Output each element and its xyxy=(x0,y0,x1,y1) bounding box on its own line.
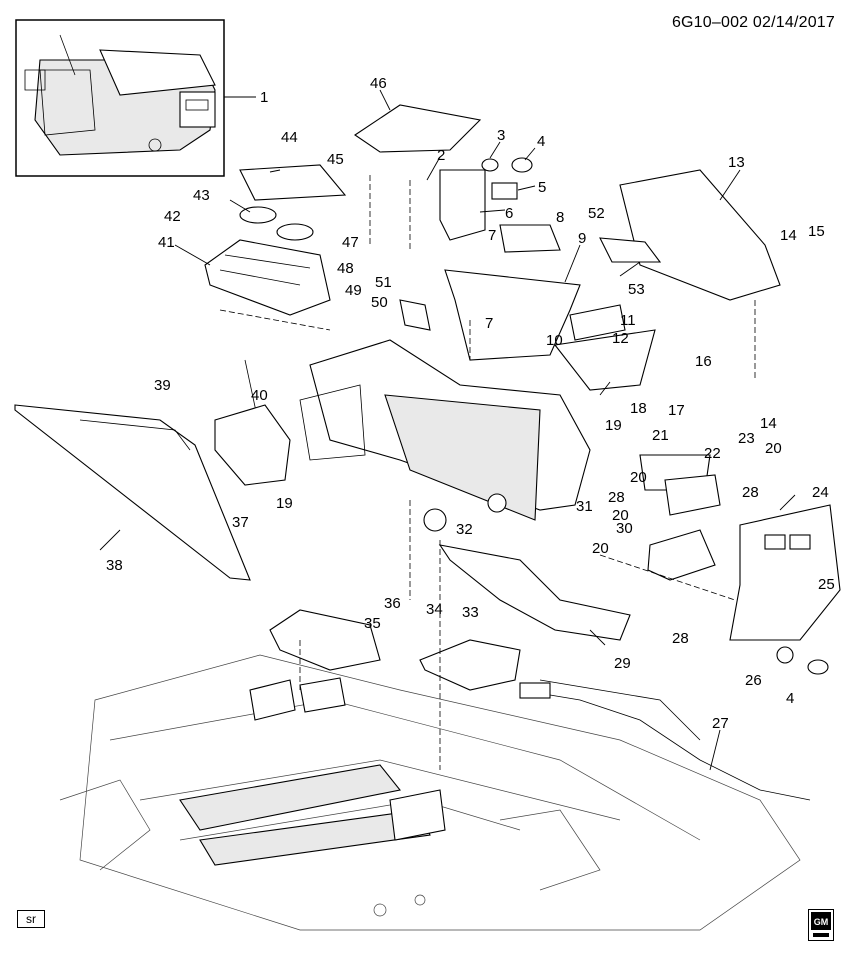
callout-21: 21 xyxy=(652,427,669,444)
callout-48: 48 xyxy=(337,260,354,277)
callout-13: 13 xyxy=(728,154,745,171)
callout-38: 38 xyxy=(106,557,123,574)
callout-9: 9 xyxy=(578,230,586,247)
callout-5: 5 xyxy=(538,179,546,196)
callout-11: 11 xyxy=(620,312,636,329)
callout-7a: 7 xyxy=(488,227,496,244)
floor-pan xyxy=(59,654,801,931)
callout-25: 25 xyxy=(818,576,835,593)
callout-52: 52 xyxy=(588,205,605,222)
callout-28a: 28 xyxy=(608,489,625,506)
callout-8: 8 xyxy=(556,209,564,226)
callout-39: 39 xyxy=(154,377,171,394)
callout-35: 35 xyxy=(364,615,381,632)
callout-41: 41 xyxy=(158,234,175,251)
callout-44: 44 xyxy=(281,129,298,146)
parts xyxy=(14,104,841,801)
callout-labels: 1 2 3 4 5 6 7 7 8 9 10 11 12 13 14 15 16… xyxy=(106,75,835,732)
callout-4: 4 xyxy=(537,133,545,150)
callout-46: 46 xyxy=(370,75,387,92)
callout-14b: 14 xyxy=(760,415,777,432)
callout-32: 32 xyxy=(456,521,473,538)
callout-51: 51 xyxy=(375,274,392,291)
callout-47: 47 xyxy=(342,234,359,251)
diagram-code: 6G10–002 02/14/2017 xyxy=(671,14,835,31)
assembly-lines xyxy=(219,175,756,770)
callout-1: 1 xyxy=(260,89,268,106)
gm-logo: GM xyxy=(808,909,834,941)
callout-42: 42 xyxy=(164,208,181,225)
callout-27: 27 xyxy=(712,715,729,732)
callout-31: 31 xyxy=(576,498,593,515)
callout-37: 37 xyxy=(232,514,249,531)
callout-19a: 19 xyxy=(605,417,622,434)
callout-26: 26 xyxy=(745,672,762,689)
callout-34: 34 xyxy=(426,601,443,618)
inset-box xyxy=(15,19,225,177)
callout-53: 53 xyxy=(628,281,645,298)
callout-36: 36 xyxy=(384,595,401,612)
callout-17: 17 xyxy=(668,402,685,419)
callout-18: 18 xyxy=(630,400,647,417)
callout-30: 30 xyxy=(616,520,633,537)
callout-43: 43 xyxy=(193,187,210,204)
callout-19b: 19 xyxy=(276,495,293,512)
callout-16: 16 xyxy=(695,353,712,370)
callout-20b: 20 xyxy=(612,507,629,524)
callout-23: 23 xyxy=(738,430,755,447)
leaders xyxy=(99,89,796,771)
callout-49: 49 xyxy=(345,282,362,299)
callout-20d: 20 xyxy=(765,440,782,457)
callout-15: 15 xyxy=(808,223,825,240)
callout-7b: 7 xyxy=(485,315,493,332)
svg-text:GM: GM xyxy=(814,917,829,927)
sr-label: sr xyxy=(17,910,45,928)
callout-28b: 28 xyxy=(742,484,759,501)
callout-50: 50 xyxy=(371,294,388,311)
callout-4b: 4 xyxy=(786,690,794,707)
callout-40: 40 xyxy=(251,387,268,404)
callout-2: 2 xyxy=(437,147,445,164)
callout-10: 10 xyxy=(546,332,563,349)
callout-3: 3 xyxy=(497,127,505,144)
callout-33: 33 xyxy=(462,604,479,621)
callout-29: 29 xyxy=(614,655,631,672)
callout-24: 24 xyxy=(812,484,829,501)
callout-12: 12 xyxy=(612,330,629,347)
callout-45: 45 xyxy=(327,151,344,168)
callout-20a: 20 xyxy=(630,469,647,486)
callout-22: 22 xyxy=(704,445,721,462)
callout-28c: 28 xyxy=(672,630,689,647)
callout-14: 14 xyxy=(780,227,797,244)
callout-6: 6 xyxy=(505,205,513,222)
callout-20c: 20 xyxy=(592,540,609,557)
